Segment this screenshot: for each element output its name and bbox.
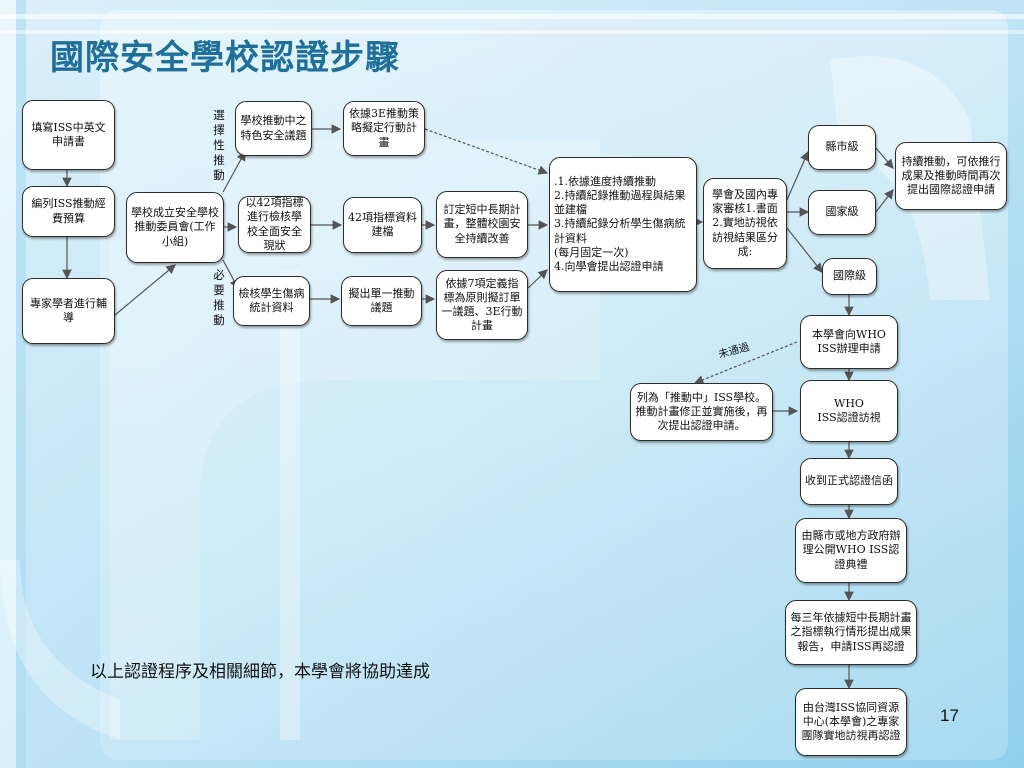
seven-principles-step: 依據7項定義指標為原則擬訂單一議題、3E行動計畫 [436, 270, 528, 340]
budget-step: 編列ISS推動經費預算 [22, 186, 115, 237]
page-number: 17 [940, 706, 959, 725]
taiwan-center-visit-step: 由台灣ISS協同資源中心(本學會)之專家團隊實地訪視再認證 [795, 688, 907, 756]
committee-step: 學校成立安全學校推動委員會(工作小組) [126, 192, 224, 263]
single-issue-step: 擬出單一推動議題 [341, 276, 422, 326]
injury-stats-step: 檢核學生傷病統計資料 [233, 276, 310, 326]
national-level-result: 國家級 [808, 190, 876, 235]
indicator-docs-step: 42項指標資料建檔 [343, 197, 422, 253]
who-visit-step: WHO ISS認證訪視 [800, 380, 898, 442]
indicator-check-step: 以42項指標進行檢核學校全面安全現狀 [238, 196, 311, 253]
elective-label: 選擇性推動 [213, 108, 225, 182]
expert-review-step: 學會及國內專家審核1.書面 2.實地訪視依訪視結果區分成: [703, 178, 787, 269]
certificate-step: 收到正式認證信函 [800, 458, 898, 505]
expert-guidance-step: 專家學者進行輔導 [22, 278, 115, 344]
long-term-plan-step: 訂定短中長期計畫，整體校園安全持續改善 [436, 191, 528, 258]
slide-title: 國際安全學校認證步驟 [50, 38, 400, 78]
continuous-promotion-step: .1.依據進度持續推動 2.持續紀錄推動過程與結果並建檔 3.持續紀錄分析學生傷… [549, 157, 697, 292]
apply-who-step: 本學會向WHO ISS辦理申請 [800, 315, 898, 369]
reapply-step: 持續推動，可依推行成果及推動時間再次提出國際認證申請 [895, 142, 1007, 210]
international-level-result: 國際級 [822, 258, 877, 295]
mandatory-label: 必要推動 [213, 268, 225, 327]
strategy-plan-step: 依據3E推動策略擬定行動計畫 [343, 101, 425, 156]
three-year-report-step: 每三年依據短中長期計畫之指標執行情形提出成果報告，申請ISS再認證 [785, 600, 917, 665]
footer-note: 以上認證程序及相關細節，本學會將協助達成 [90, 662, 430, 682]
fill-application-step: 填寫ISS中英文申請書 [22, 100, 115, 170]
school-features-step: 學校推動中之特色安全議題 [235, 101, 312, 156]
in-progress-step: 列為「推動中」ISS學校。推動計畫修正並實施後，再次提出認證申請。 [630, 383, 773, 441]
ceremony-step: 由縣市或地方政府辦理公開WHO ISS認證典禮 [795, 518, 907, 583]
county-level-result: 縣市級 [808, 125, 876, 170]
